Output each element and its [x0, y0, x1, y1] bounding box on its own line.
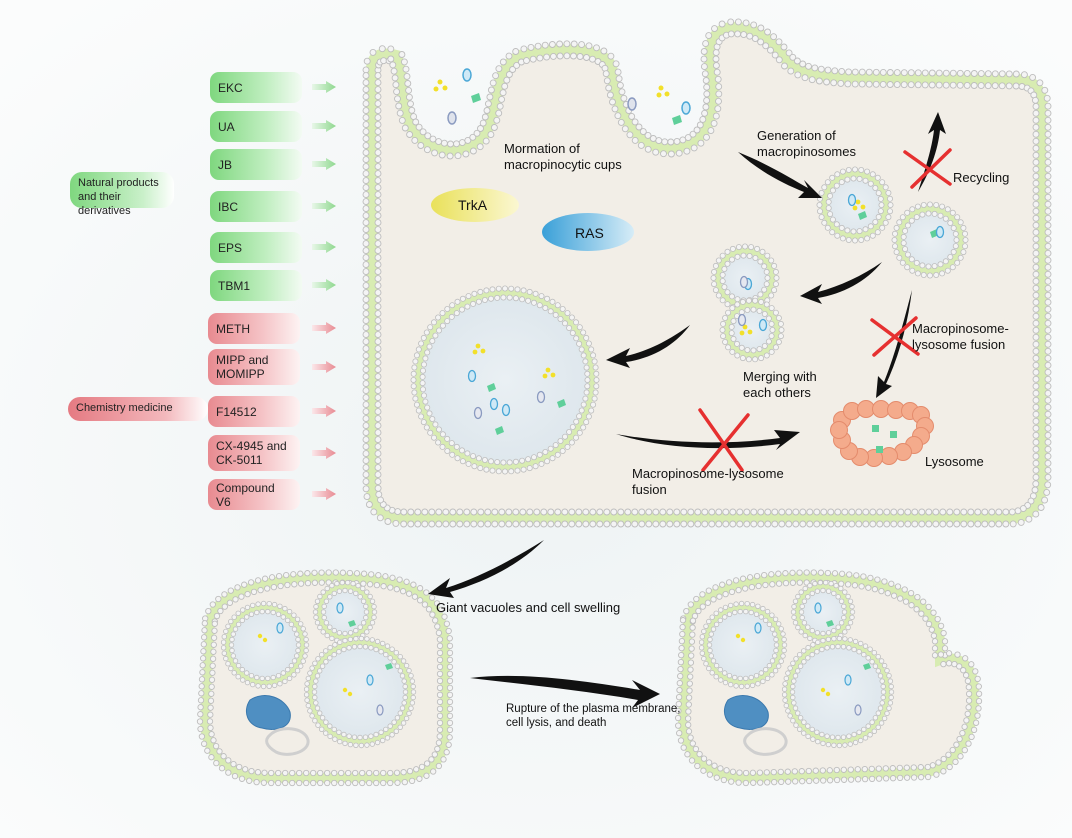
green-arrow: [312, 81, 336, 93]
process-arrow: [876, 290, 912, 398]
swollen-cell: [196, 569, 454, 787]
compound-pill-mipp-and-momipp: MIPP and MOMIPP: [208, 349, 300, 385]
green-arrow: [312, 120, 336, 132]
process-arrow: [606, 325, 690, 368]
cup-cargo: [433, 68, 691, 125]
green-arrow: [312, 279, 336, 291]
macropinosome: [816, 166, 894, 244]
red-arrow: [312, 447, 336, 459]
process-arrow: [616, 430, 800, 450]
ras-label: RAS: [575, 225, 604, 241]
compound-pill-ekc: EKC: [210, 72, 302, 103]
process-arrow: [428, 540, 544, 598]
compound-pill-cx-4945-and-ck-5011: CX-4945 and CK-5011: [208, 435, 300, 471]
macropinosomes: [410, 166, 969, 475]
blocked-cross-recycling: [903, 148, 952, 189]
fusion-right-label: Macropinosome-lysosome fusion: [912, 321, 1009, 352]
green-arrow: [312, 241, 336, 253]
chemistry-medicine-category: Chemistry medicine: [68, 397, 208, 421]
red-arrow: [312, 322, 336, 334]
red-arrow: [312, 405, 336, 417]
lysosome: [830, 400, 934, 467]
process-arrow: [470, 675, 660, 708]
macropinosome: [891, 201, 969, 279]
swollen-cell: [674, 569, 983, 787]
compound-pill-compound-v6: Compound V6: [208, 479, 300, 510]
macropinosome: [719, 297, 785, 363]
compound-pill-ibc: IBC: [210, 191, 302, 222]
macropinosome: [410, 285, 600, 475]
recycling-label: Recycling: [953, 170, 1009, 185]
natural-products-category: Natural products and their derivatives: [70, 172, 174, 217]
macropinosome: [710, 243, 780, 313]
trka-receptor: [431, 188, 519, 222]
red-arrow: [312, 361, 336, 373]
trka-label: TrkA: [458, 197, 488, 213]
compound-pill-tbm1: TBM1: [210, 270, 302, 301]
red-arrow: [312, 488, 336, 500]
ras-protein: [542, 213, 634, 251]
blocked-cross-fusion-right: [870, 316, 920, 357]
compound-pill-eps: EPS: [210, 232, 302, 263]
compound-pill-f14512: F14512: [208, 396, 300, 427]
green-arrow: [312, 200, 336, 212]
rupture-label: Rupture of the plasma membrane,cell lysi…: [506, 703, 681, 729]
green-arrow: [312, 158, 336, 170]
giant-label: Giant vacuoles and cell swelling: [436, 600, 620, 615]
process-arrows: [428, 112, 946, 708]
process-arrow: [738, 152, 822, 198]
compound-pill-ua: UA: [210, 111, 302, 142]
compound-arrows: [312, 81, 336, 500]
lysosome-label: Lysosome: [925, 454, 984, 469]
process-arrow: [800, 262, 882, 304]
blocked-cross-fusion-bottom: [698, 408, 750, 472]
compound-pill-meth: METH: [208, 313, 300, 344]
compound-pill-jb: JB: [210, 149, 302, 180]
cell-membrane-beads: [362, 18, 1052, 528]
swollen-cells: [196, 569, 983, 787]
